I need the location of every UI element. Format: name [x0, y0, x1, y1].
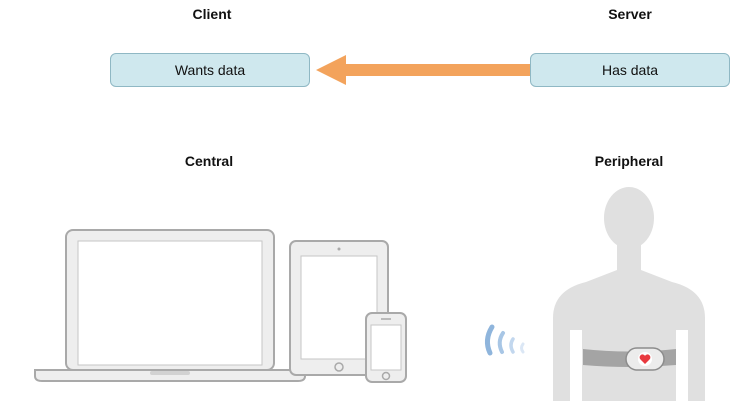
data-flow-arrow [316, 55, 530, 85]
server-box: Has data [530, 53, 730, 87]
signal-waves-icon [484, 324, 525, 356]
tablet-icon [289, 240, 389, 376]
client-heading: Client [192, 6, 232, 22]
laptop-icon [34, 229, 306, 382]
central-heading: Central [184, 153, 234, 169]
phone-icon [365, 312, 407, 383]
peripheral-heading: Peripheral [594, 153, 664, 169]
heart-rate-monitor-icon [583, 347, 676, 371]
person-silhouette [553, 187, 705, 401]
client-box: Wants data [110, 53, 310, 87]
server-heading: Server [608, 6, 652, 22]
heart-icon [639, 354, 651, 364]
